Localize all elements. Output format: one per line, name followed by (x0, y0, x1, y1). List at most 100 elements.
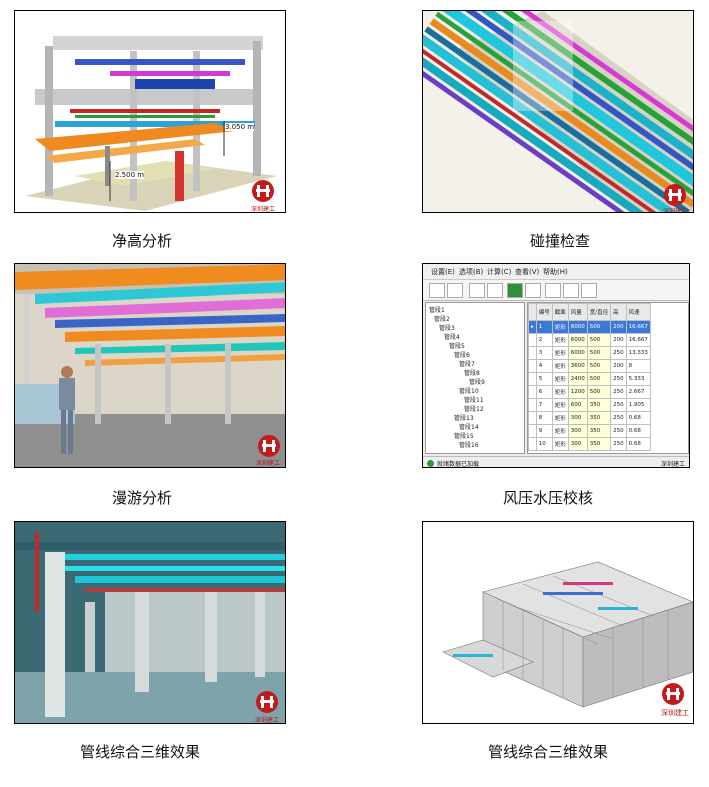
table-cell[interactable]: 250 (610, 398, 627, 412)
menu-item[interactable]: 查看(V) (515, 268, 540, 276)
table-cell[interactable]: 16.667 (625, 320, 651, 334)
table-cell[interactable]: 5.333 (625, 372, 651, 386)
tree-item[interactable]: 管段8 (464, 370, 480, 377)
table-cell[interactable]: 矩形 (551, 424, 569, 438)
table-cell[interactable]: 250 (610, 424, 627, 438)
tree-item[interactable]: 管段6 (454, 352, 470, 359)
excel-icon[interactable] (507, 283, 523, 298)
table-cell[interactable]: 300 (567, 437, 588, 451)
table-cell[interactable]: 250 (610, 437, 627, 451)
tree-item[interactable]: 管段4 (444, 334, 460, 341)
table-cell[interactable]: 200 (610, 333, 627, 347)
table-cell[interactable]: 1.905 (625, 398, 651, 412)
table-cell[interactable]: 300 (567, 424, 588, 438)
table-cell[interactable]: 2 (535, 333, 553, 347)
table-cell[interactable]: 4 (535, 359, 553, 373)
tree-item[interactable]: 管段2 (434, 316, 450, 323)
table-cell[interactable]: 8 (535, 411, 553, 425)
table-cell[interactable]: 500 (586, 333, 612, 347)
table-cell[interactable]: 350 (586, 398, 612, 412)
table-cell[interactable]: 500 (586, 320, 612, 334)
table-cell[interactable]: 3600 (567, 359, 588, 373)
table-cell[interactable]: 6000 (567, 320, 588, 334)
table-cell[interactable]: 250 (610, 385, 627, 399)
table-cell[interactable]: 350 (586, 424, 612, 438)
table-cell[interactable]: 矩形 (551, 333, 569, 347)
calculate-icon[interactable] (487, 283, 503, 298)
option-icon[interactable] (581, 283, 597, 298)
tree-item[interactable]: 管段15 (454, 433, 474, 440)
table-cell[interactable]: 0.68 (625, 411, 651, 425)
tree-item[interactable]: 管段1 (429, 307, 445, 314)
table-cell[interactable]: 6 (535, 385, 553, 399)
table-icon[interactable] (525, 283, 541, 298)
table-cell[interactable]: 0.68 (625, 437, 651, 451)
table-cell[interactable]: 350 (586, 411, 612, 425)
tree-item[interactable]: 管段5 (449, 343, 465, 350)
tree-item[interactable]: 管段7 (459, 361, 475, 368)
menu-item[interactable]: 设置(E) (431, 268, 455, 276)
new-icon[interactable] (429, 283, 445, 298)
table-cell[interactable]: 矩形 (551, 372, 569, 386)
table-cell[interactable]: 矩形 (551, 411, 569, 425)
table-cell[interactable]: 0.68 (625, 424, 651, 438)
menu-item[interactable]: 帮助(H) (543, 268, 568, 276)
table-cell[interactable]: 矩形 (551, 320, 569, 334)
tree-item[interactable]: 管段3 (439, 325, 455, 332)
table-cell[interactable]: 2400 (567, 372, 588, 386)
edit-icon[interactable] (447, 283, 463, 298)
option-icon[interactable] (563, 283, 579, 298)
option-icon[interactable] (545, 283, 561, 298)
tree-item[interactable]: 管段13 (454, 415, 474, 422)
table-cell[interactable]: 500 (586, 385, 612, 399)
tree-item[interactable]: 管段12 (464, 406, 484, 413)
table-cell[interactable]: 500 (586, 359, 612, 373)
table-cell[interactable]: 300 (567, 411, 588, 425)
table-cell[interactable]: 13.333 (625, 346, 651, 360)
table-cell[interactable]: 350 (586, 437, 612, 451)
table-cell[interactable]: 9 (535, 424, 553, 438)
tree-item[interactable]: 管段10 (459, 388, 479, 395)
table-cell[interactable]: 16.667 (625, 333, 651, 347)
menu-item[interactable]: 计算(C) (487, 268, 512, 276)
table-cell[interactable]: 250 (610, 372, 627, 386)
table-cell[interactable]: 200 (610, 359, 627, 373)
table-cell[interactable]: 250 (610, 411, 627, 425)
tree-item[interactable]: 管段9 (469, 379, 485, 386)
pipe-tree[interactable]: 管段1 管段2 管段3 管段4 管段5 管段6 管段7 管段8 管段9 管段10… (425, 302, 525, 454)
table-cell[interactable]: 2.667 (625, 385, 651, 399)
tree-item[interactable]: 管段16 (459, 442, 479, 449)
table-cell[interactable]: 500 (586, 372, 612, 386)
table-cell[interactable]: 矩形 (551, 437, 569, 451)
table-cell[interactable]: 矩形 (551, 359, 569, 373)
table-cell[interactable]: 7 (535, 398, 553, 412)
table-cell[interactable]: 1 (535, 320, 553, 334)
table-cell[interactable]: 600 (567, 398, 588, 412)
table-cell[interactable]: 8 (625, 359, 651, 373)
table-cell[interactable]: 500 (586, 346, 612, 360)
table-cell[interactable]: 200 (610, 320, 627, 334)
table-cell[interactable]: 矩形 (551, 346, 569, 360)
table-cell[interactable]: 矩形 (551, 398, 569, 412)
tree-item[interactable]: 管段14 (459, 424, 479, 431)
table-cell[interactable]: 1200 (567, 385, 588, 399)
table-cell[interactable]: 250 (610, 346, 627, 360)
tree-item[interactable]: 管段11 (464, 397, 484, 404)
table-cell[interactable]: 6000 (567, 346, 588, 360)
menu-item[interactable]: 选项(B) (459, 268, 484, 276)
table-cell[interactable]: 5 (535, 372, 553, 386)
table-cell[interactable]: 矩形 (551, 385, 569, 399)
table-cell[interactable]: 6000 (567, 333, 588, 347)
table-cell[interactable]: 10 (535, 437, 553, 451)
table-cell[interactable]: 3 (535, 346, 553, 360)
refresh-icon[interactable] (469, 283, 485, 298)
